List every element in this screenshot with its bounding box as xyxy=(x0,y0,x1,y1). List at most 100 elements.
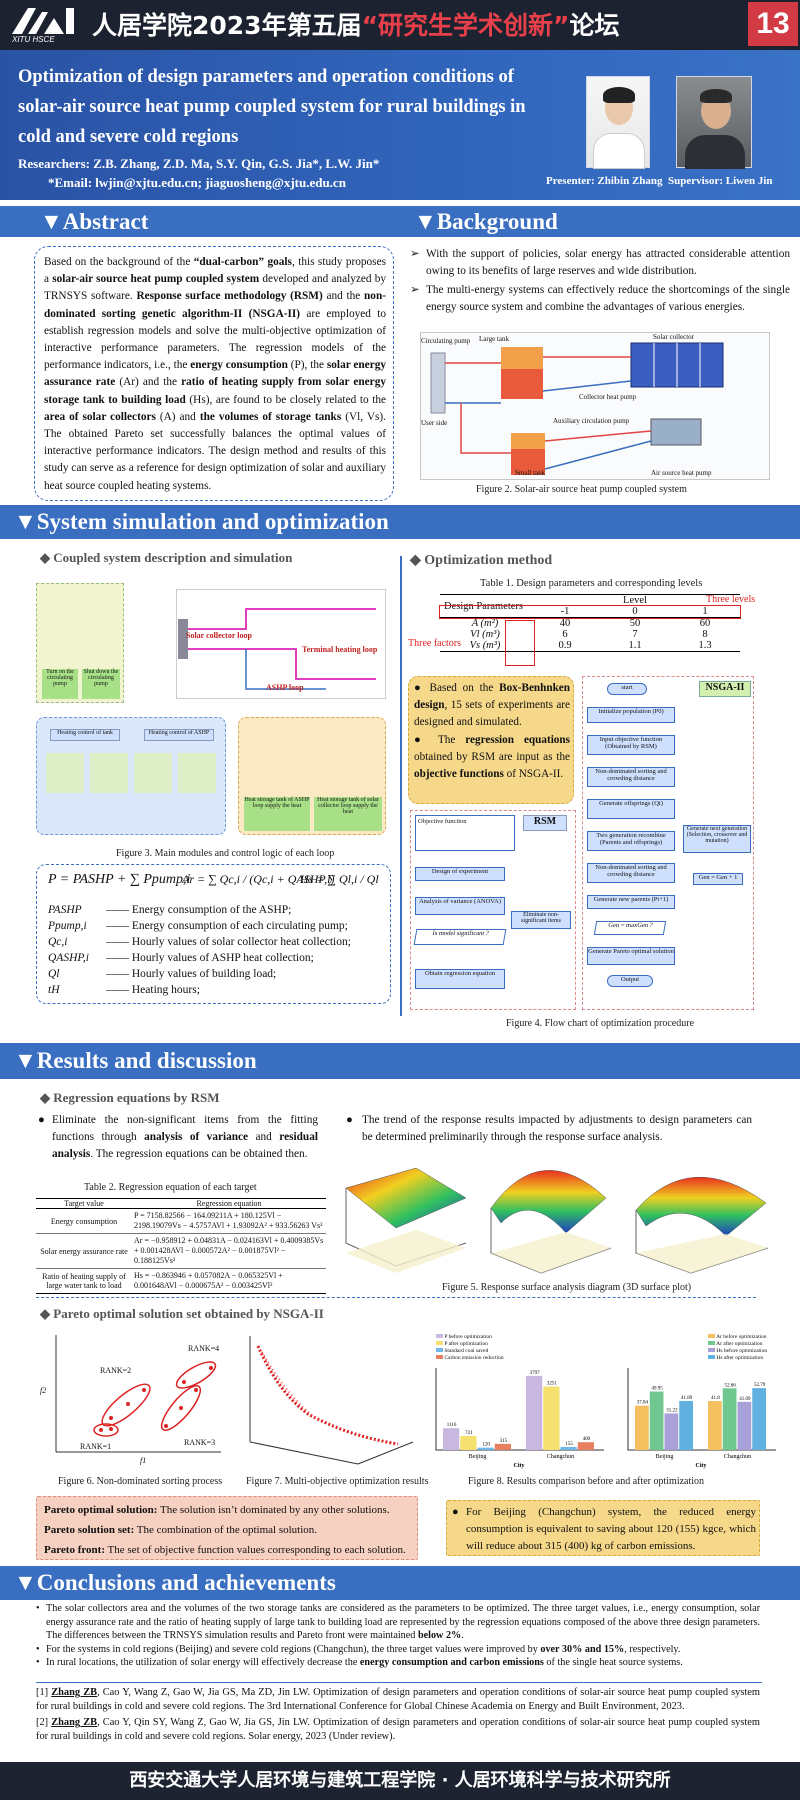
ashp-tank-supply-box: Heat storage tank of ASHP loop supply th… xyxy=(244,797,310,831)
x-axis-label: City xyxy=(514,1463,525,1469)
nondominated-sorting-plot: RANK=2 RANK=1 RANK=3 RANK=4 f1 f2 xyxy=(36,1330,226,1470)
bar-label: 37.84 xyxy=(637,1401,649,1406)
bar-changchun-0 xyxy=(526,1375,543,1450)
t1-row-vs: Vs (m³) xyxy=(469,640,501,651)
nsga-start: start xyxy=(607,683,647,695)
fig8-legend-left: P before optimization P after optimizati… xyxy=(436,1334,504,1362)
fig6-caption: Figure 6. Non-dominated sorting process xyxy=(58,1476,223,1487)
rsm-flowchart: RSM Objective function Design of experim… xyxy=(410,810,576,1010)
t2-row-energy: Energy consumption xyxy=(50,1216,118,1226)
title-header xyxy=(0,50,800,200)
table2-caption: Table 2. Regression equation of each tar… xyxy=(84,1182,257,1193)
forum-title-post: 论坛 xyxy=(569,11,620,40)
conclusion-3: •In rural locations, the utilization of … xyxy=(36,1657,683,1668)
rank-2-label: RANK=2 xyxy=(100,1366,132,1375)
results-yellow-text: ●For Beijing (Changchun) system, the red… xyxy=(452,1506,756,1552)
results-yellow-box xyxy=(446,1500,760,1556)
three-factors-label: Three factors xyxy=(408,638,462,649)
results-heading: ▼Results and discussion xyxy=(14,1048,257,1073)
category-label: Beijing xyxy=(656,1454,674,1460)
fig2-label-collector-heat-pump: Collector heat pump xyxy=(579,393,637,401)
forum-title-pre: 人居学院2023年第五届 xyxy=(92,11,362,40)
fig5-caption: Figure 5. Response surface analysis diag… xyxy=(442,1282,692,1293)
surface-plot-1 xyxy=(345,1167,467,1273)
bar-label: 400 xyxy=(583,1437,591,1442)
bar-changchun-3 xyxy=(577,1442,594,1450)
bar-beijing-3 xyxy=(494,1443,511,1450)
t1-head-level: Level xyxy=(623,595,647,606)
table1-caption: Table 1. Design parameters and correspon… xyxy=(480,578,703,589)
conclusions-heading: ▼Conclusions and achievements xyxy=(14,1570,336,1595)
heating-control-tank-box: Heating control of tank xyxy=(50,729,120,741)
t2-head-eq: Regression equation xyxy=(196,1199,262,1208)
label-terminal-heating-loop: Terminal heating loop xyxy=(302,645,378,654)
x-axis-label: City xyxy=(696,1463,707,1469)
bar-beijing-1 xyxy=(649,1391,664,1450)
nsga-label: NSGA-II xyxy=(699,681,751,697)
conclusions-heading-band: ▼Conclusions and achievements xyxy=(0,1566,800,1600)
bar-label: 3797 xyxy=(530,1371,541,1376)
three-levels-label: Three levels xyxy=(706,594,756,605)
pareto-front-plot xyxy=(238,1332,418,1472)
bar-beijing-2 xyxy=(664,1413,679,1450)
abstract-heading: ▼Abstract xyxy=(8,206,400,237)
surface-plot-2 xyxy=(490,1170,612,1274)
bar-label: 120 xyxy=(482,1443,490,1448)
fig6-yaxis: f2 xyxy=(40,1386,47,1395)
reference-1: [1] Zhang ZB, Cao Y, Wang Z, Gao W, Jia … xyxy=(36,1687,760,1712)
paper-title: Optimization of design parameters and op… xyxy=(18,67,526,147)
t2-eq-energy: P = 7158.82566 − 164.09211A + 180.125Vl … xyxy=(134,1211,323,1230)
equation-box xyxy=(36,864,391,1004)
nsga-recombine: Two generation recombine (Parents and of… xyxy=(587,831,675,851)
eq-ar: Ar = ∑ Qc,i / (Qc,i + QASHP,i) xyxy=(182,872,335,886)
results-bullet-2: ●The trend of the response results impac… xyxy=(346,1114,752,1143)
solar-tank-supply-box: Heat storage tank of solar collector loo… xyxy=(314,797,382,831)
t2-row-hs: Ratio of heating supply of large water t… xyxy=(42,1272,126,1290)
t1-head-param: Design Parameters xyxy=(444,600,524,612)
fig3-caption: Figure 3. Main modules and control logic… xyxy=(116,848,335,859)
forum-title: 人居学院2023年第五届“研究生学术创新”论坛 xyxy=(92,6,619,42)
rsm-doe: Design of experiment xyxy=(415,867,505,881)
background-bullet-1: ➢With the support of policies, solar ene… xyxy=(410,248,790,277)
bar-label: 721 xyxy=(465,1431,473,1436)
pareto-def-3: Pareto front: The set of objective funct… xyxy=(44,1544,406,1556)
fig2-label-user-side: User side xyxy=(421,419,448,427)
bar-label: 31.22 xyxy=(666,1408,678,1413)
rsm-eliminate: Eliminate non-significant items xyxy=(511,911,571,929)
turn-on-box: Turn on the circulating pump xyxy=(42,669,78,699)
bar-changchun-3 xyxy=(752,1388,766,1450)
researchers: Researchers: Z.B. Zhang, Z.D. Ma, S.Y. Q… xyxy=(18,156,380,171)
rsm-obtain: Obtain regression equation xyxy=(415,969,505,989)
fig8-caption: Figure 8. Results comparison before and … xyxy=(468,1476,705,1487)
pareto-definitions-box xyxy=(36,1496,418,1560)
nsga-sort-2: Non-dominated sorting and crowding dista… xyxy=(587,863,675,883)
t1-row-a: A (m²) xyxy=(471,618,499,629)
fig6-xaxis: f1 xyxy=(140,1456,147,1465)
supervisor-caption: Supervisor: Liwen Jin xyxy=(668,175,773,187)
coupled-title: ◆ Coupled system description and simulat… xyxy=(40,550,293,565)
bar-label: 155 xyxy=(565,1442,573,1447)
rank-3-label: RANK=3 xyxy=(184,1438,216,1447)
presenter-photo xyxy=(586,76,650,169)
opt-title: ◆ Optimization method xyxy=(410,553,553,568)
bar-label: 41.8 xyxy=(711,1396,720,1401)
t1-level-zero: 0 xyxy=(632,606,638,617)
supervisor-photo xyxy=(676,76,752,169)
nsga-flowchart: NSGA-II start Initialize population (P0)… xyxy=(582,676,754,1010)
bar-label: 52.79 xyxy=(754,1383,766,1388)
bar-label: 52.66 xyxy=(725,1383,737,1388)
rsm-title: ◆ Regression equations by RSM xyxy=(40,1090,220,1105)
heating-control-ashp-box: Heating control of ASHP xyxy=(144,729,214,741)
forum-title-highlight: “研究生学术创新” xyxy=(361,11,570,40)
eq-p: P = PASHP + ∑ Ppump,i xyxy=(48,872,191,887)
category-label: Changchun xyxy=(547,1454,574,1460)
bar-beijing-0 xyxy=(635,1405,649,1450)
abstract-text: Based on the background of the “dual-car… xyxy=(44,256,387,492)
nsga-init: Initialize population (P0) xyxy=(587,707,675,723)
t1-level-pos: 1 xyxy=(702,606,708,617)
fig2-label-large-tank: Large tank xyxy=(479,335,509,343)
category-label: Beijing xyxy=(469,1454,487,1460)
